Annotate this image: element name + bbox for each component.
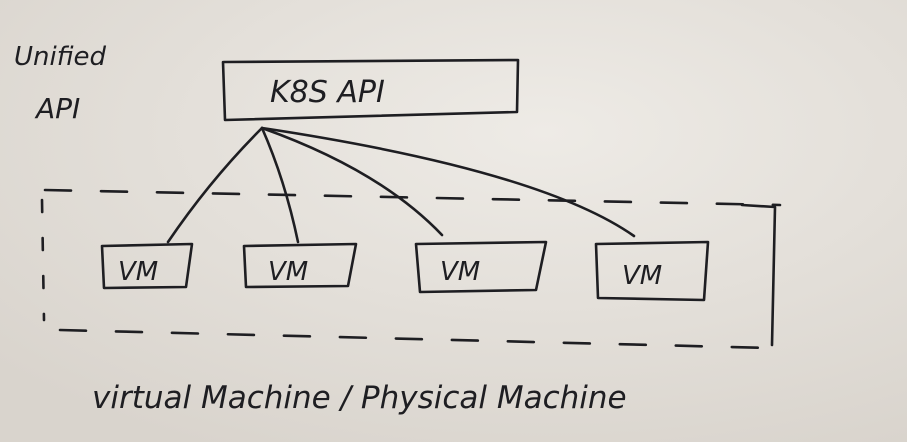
connector-vm-2 [260, 126, 300, 244]
vm-box [594, 240, 710, 302]
boundary-bottom [58, 328, 772, 350]
k8s-api-box [221, 58, 520, 122]
connector-vm-3 [260, 126, 444, 237]
api-label: API [34, 92, 80, 125]
connector-vm-4 [260, 126, 636, 238]
vm-node-4: VM [594, 240, 710, 302]
k8s-api-label: K8S API [270, 75, 385, 110]
vm-node-3: VM [414, 240, 548, 294]
connectors [166, 126, 636, 244]
unified-label: Unified [14, 42, 107, 72]
machine-caption: virtual Machine / Physical Machine [92, 380, 627, 416]
boundary-top [43, 188, 782, 207]
vm-node-1: VM [100, 242, 194, 290]
boundary-right [740, 203, 777, 347]
vm-label: VM [622, 261, 662, 291]
k8s-api-node: K8S API [221, 58, 520, 122]
vm-box [100, 242, 194, 290]
vm-box [414, 240, 548, 294]
vm-label: VM [118, 257, 158, 287]
vm-box [242, 242, 358, 289]
machine-boundary [40, 188, 782, 350]
connector-vm-1 [166, 126, 264, 244]
vm-node-2: VM [242, 242, 358, 289]
vm-label: VM [440, 257, 480, 287]
vm-label: VM [268, 257, 308, 287]
